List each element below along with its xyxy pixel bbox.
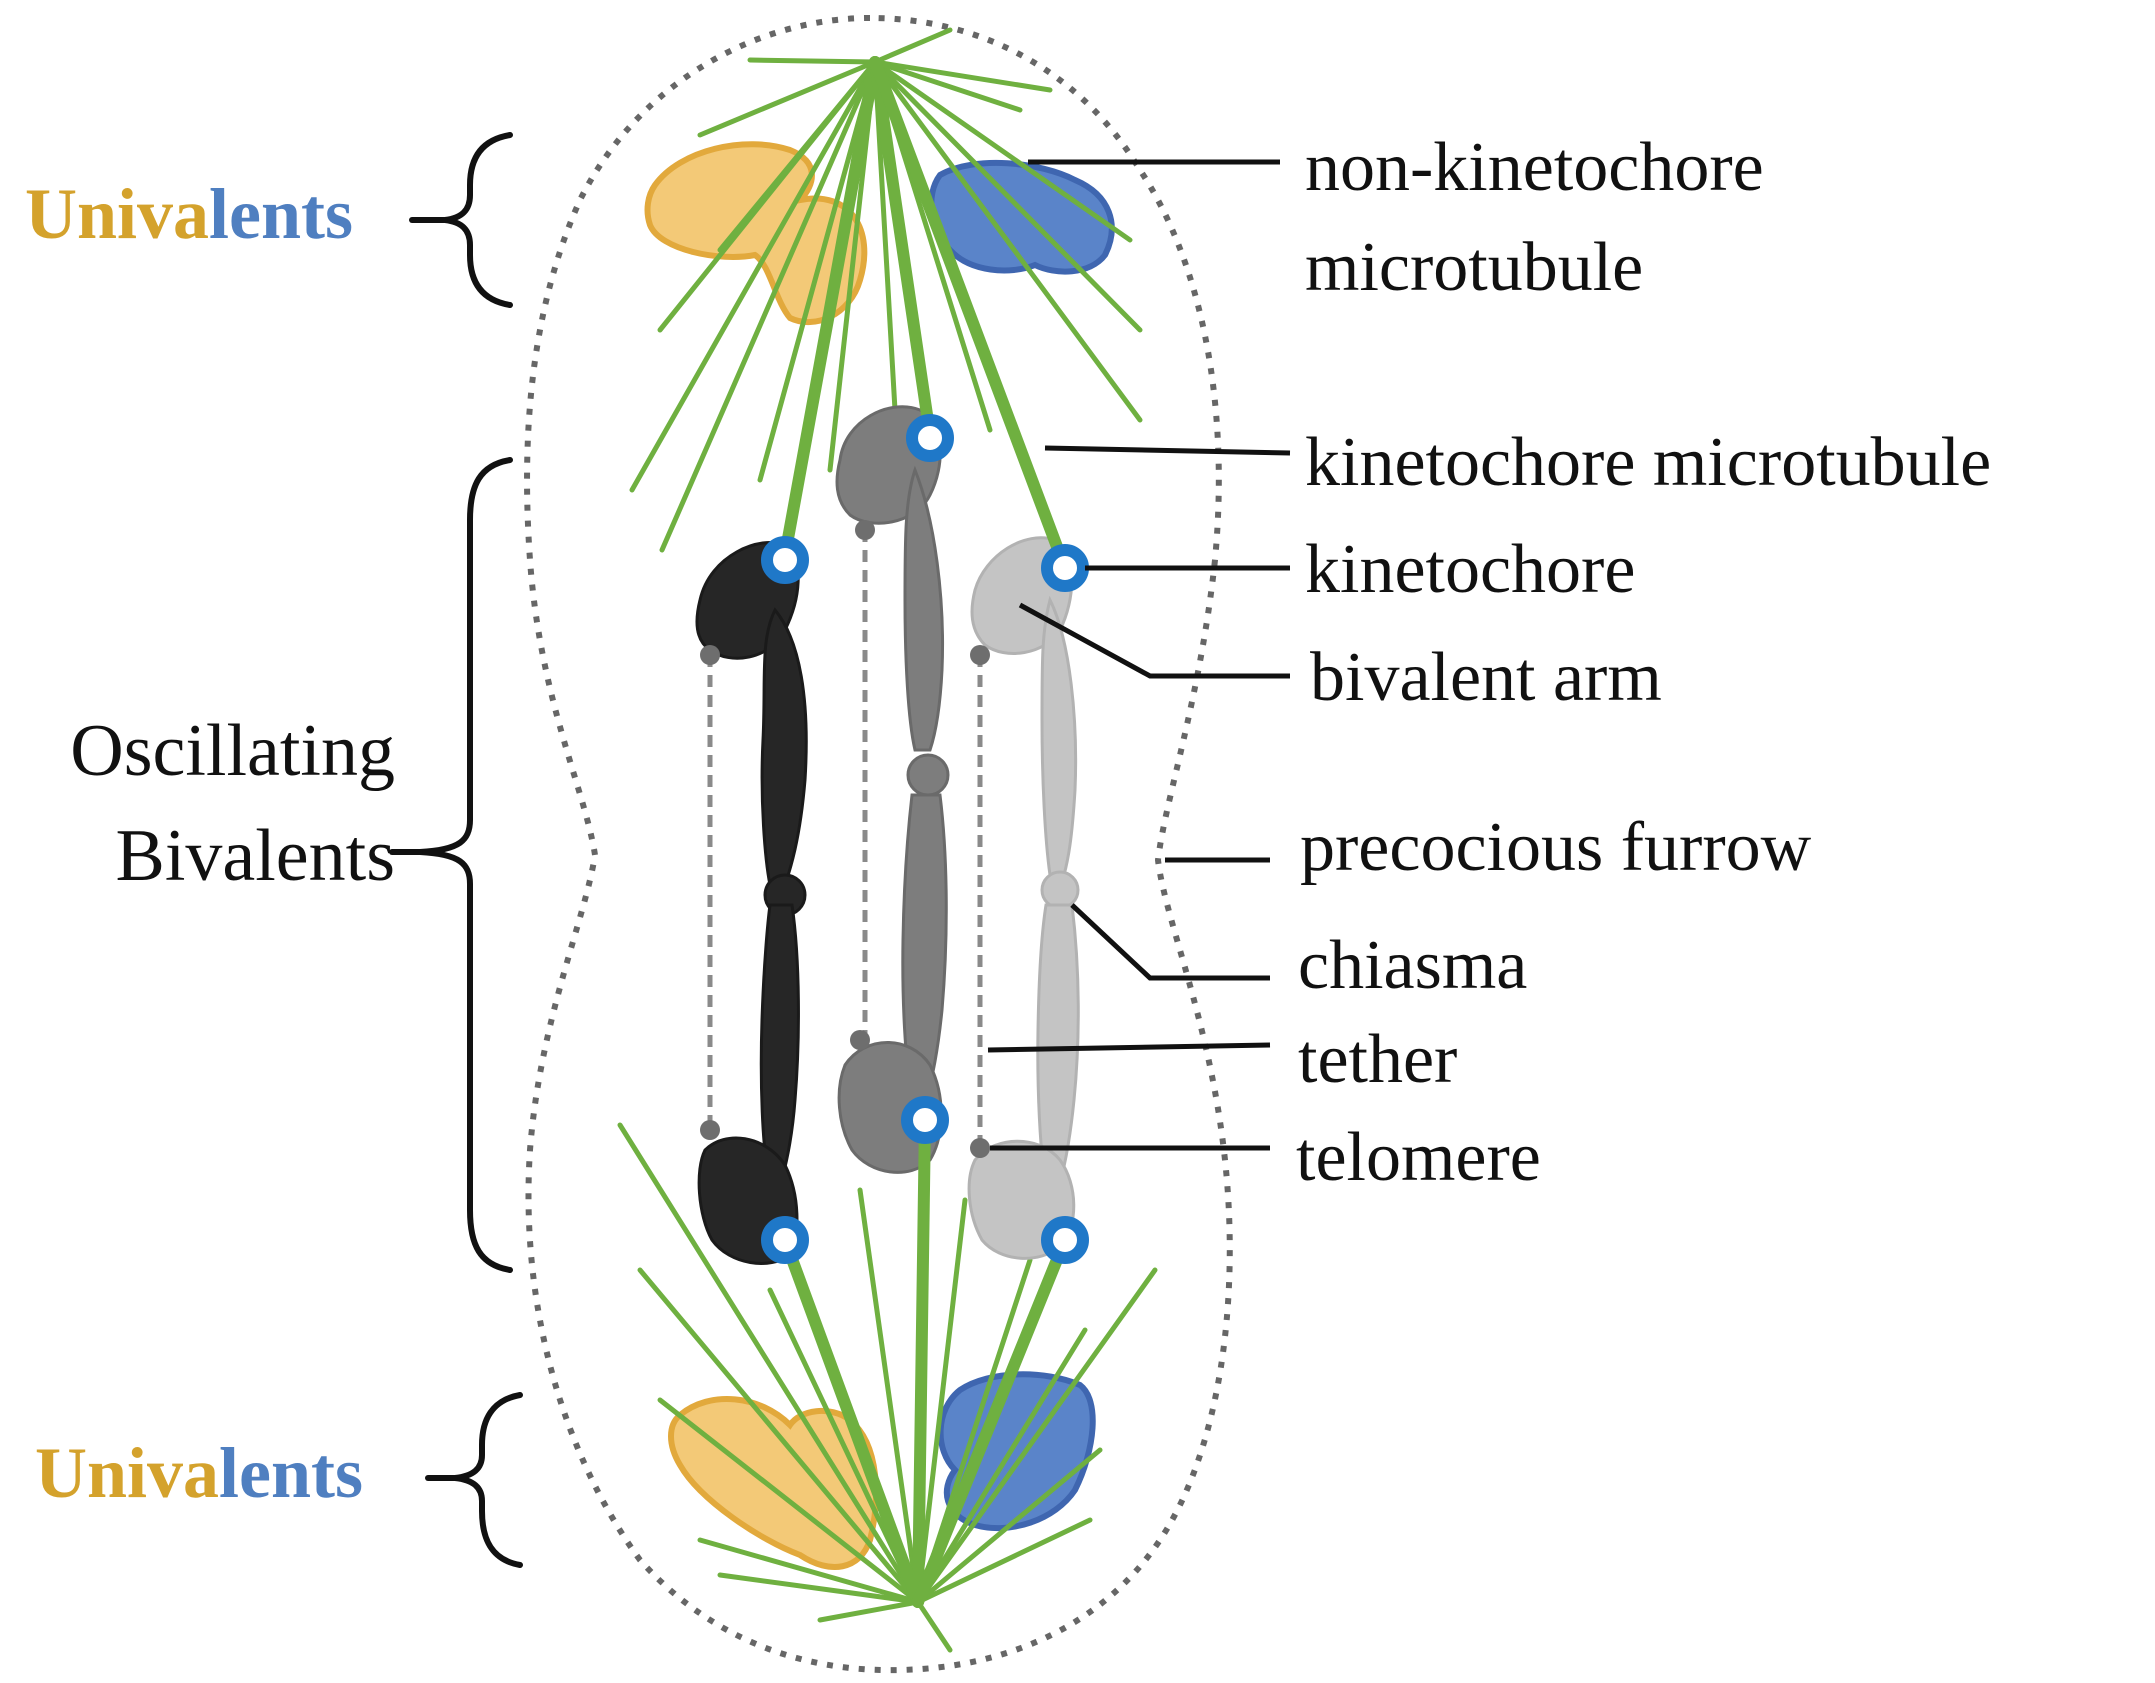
bivalent-medium-chiasma: [906, 753, 950, 797]
leader-chiasma: [1070, 903, 1270, 981]
kinetochore-ring: [906, 414, 954, 462]
label-bivalents: Bivalents: [115, 815, 395, 897]
kinetochore-microtubule-top-left: [779, 56, 881, 561]
tethers: [707, 530, 983, 1148]
telomeres: [700, 520, 990, 1158]
kinetochore-ring: [761, 536, 809, 584]
kinetochore-ring: [761, 1216, 809, 1264]
label-kinetochore-microtubule: kinetochore microtubule: [1305, 424, 1991, 501]
brackets: [389, 132, 523, 1568]
kinetochore-ring: [1041, 544, 1089, 592]
label-univalents-top-gold: Univa: [25, 174, 209, 254]
label-microtubule: microtubule: [1305, 229, 1643, 306]
kinetochore-ring: [1041, 1216, 1089, 1264]
label-telomere: telomere: [1296, 1119, 1541, 1196]
leader-tether: [987, 1042, 1271, 1053]
univalent-blue-top: [928, 159, 1115, 275]
kinetochore-ring: [901, 1096, 949, 1144]
leader-bivalent-arm: [1018, 602, 1290, 679]
bivalent-medium-upper-arm: [903, 465, 945, 752]
callout-lines: [987, 159, 1291, 1151]
telomere-dot: [970, 1138, 990, 1158]
bivalent-dark-upper-arm: [760, 607, 808, 887]
telomere-dot: [850, 1030, 870, 1050]
leader-kinetochore-microtubule: [1044, 445, 1291, 456]
label-non-kinetochore: non-kinetochore: [1305, 129, 1764, 206]
label-oscillating: Oscillating: [70, 710, 395, 792]
label-univalents-bottom: Univalents: [35, 1433, 363, 1513]
kinetochore-microtubule-top-right: [869, 56, 1071, 574]
telomere-dot: [970, 645, 990, 665]
kinetochore-microtubule-bottom-middle: [912, 1114, 931, 1608]
telomere-dot: [700, 645, 720, 665]
label-chiasma: chiasma: [1298, 927, 1527, 1004]
univalents-bottom-chromosomes: [668, 1371, 1096, 1570]
kinetochore-microtubule-top-middle: [869, 56, 936, 441]
bivalent-dark: [695, 540, 808, 1265]
label-univalents-top-blue: lents: [209, 174, 353, 254]
kinetochores: [761, 414, 1089, 1264]
bivalent-medium: [835, 405, 950, 1174]
label-univalents-bottom-gold: Univa: [35, 1433, 219, 1513]
kinetochore-microtubule-bottom-left: [779, 1234, 924, 1608]
bivalent-dark-lower-arm: [759, 903, 800, 1187]
kinetochore-microtubule-bottom-right: [912, 1234, 1071, 1608]
bivalent-light-upper-arm: [1040, 595, 1078, 877]
bracket-univalents-bottom: [454, 1392, 523, 1568]
label-tether: tether: [1298, 1021, 1457, 1098]
bivalent-light-chiasma: [1040, 870, 1080, 910]
cell-membrane-outline: [524, 14, 1233, 1674]
label-precocious-furrow: precocious furrow: [1300, 809, 1812, 886]
bracket-univalents-top: [444, 132, 513, 308]
telomere-dot: [700, 1120, 720, 1140]
label-bivalent-arm: bivalent arm: [1310, 639, 1662, 716]
telomere-dot: [855, 520, 875, 540]
bracket-oscillating-bivalents: [419, 457, 513, 1273]
label-univalents-bottom-blue: lents: [219, 1433, 363, 1513]
kinetochore-microtubules: [779, 56, 1071, 1608]
univalent-gold-bottom: [668, 1396, 879, 1570]
label-kinetochore: kinetochore: [1305, 531, 1635, 608]
label-univalents-top: Univalents: [25, 174, 353, 254]
